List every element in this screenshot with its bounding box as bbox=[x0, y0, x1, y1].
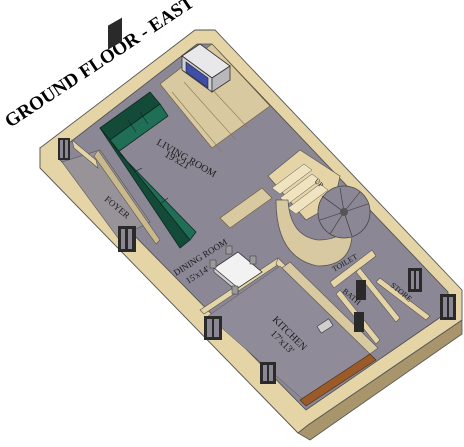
window-foyer-left bbox=[58, 138, 70, 160]
stove-icon bbox=[316, 318, 334, 334]
window-kitchen-left bbox=[260, 362, 276, 384]
sofa-long-seat bbox=[109, 139, 197, 241]
label-stairs-up: UP bbox=[313, 177, 325, 189]
dining-table bbox=[209, 245, 263, 295]
window-dining-left bbox=[204, 316, 222, 340]
tv-unit-side bbox=[211, 65, 231, 93]
door-foyer bbox=[118, 226, 136, 252]
window-store-right bbox=[440, 294, 456, 320]
staircase bbox=[267, 149, 371, 267]
interior-wall-foyer-2 bbox=[93, 149, 161, 245]
interior-wall-wet-2 bbox=[355, 267, 401, 323]
window-living-top bbox=[108, 17, 122, 50]
living-step bbox=[219, 187, 273, 229]
interior-wall-foyer bbox=[71, 139, 99, 169]
window-right-top bbox=[408, 268, 422, 292]
interior-wall-wet-4 bbox=[375, 277, 431, 321]
interior-wall-wet-1 bbox=[329, 249, 377, 289]
door-toilet bbox=[356, 280, 366, 300]
tv-screen-icon bbox=[185, 61, 209, 89]
kitchen-counter-front bbox=[299, 353, 377, 407]
door-bath bbox=[354, 312, 364, 332]
